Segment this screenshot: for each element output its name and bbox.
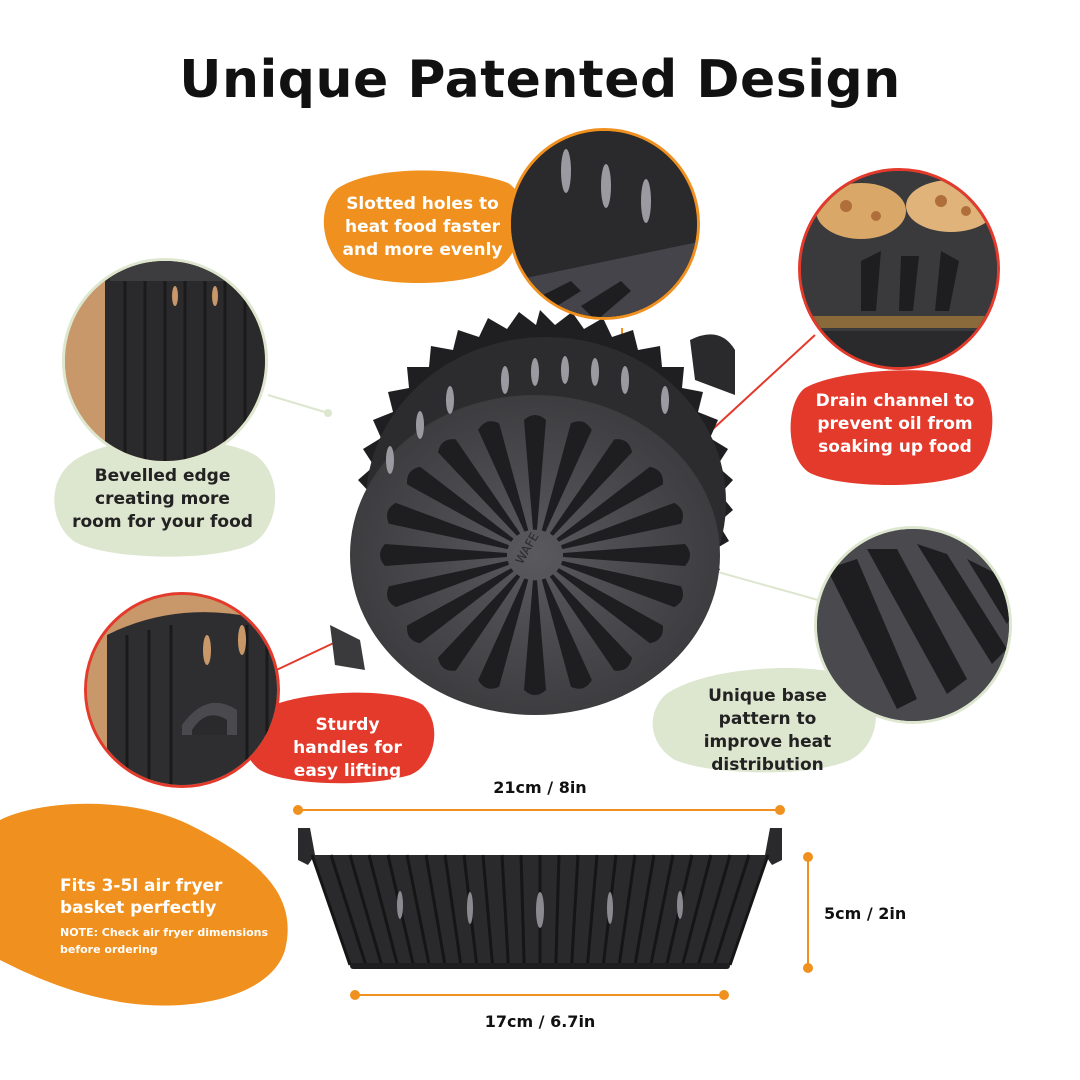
base-rib <box>549 574 633 671</box>
slotted-callout-blob <box>323 170 523 284</box>
side-rib <box>329 854 368 966</box>
drain-callout-blob <box>790 370 993 486</box>
bevelled-zoom-image <box>65 261 265 461</box>
height-label: 5cm / 2in <box>824 904 907 923</box>
bevelled-callout-blob <box>54 438 276 557</box>
drain-zoom-image <box>801 171 997 367</box>
base-rib <box>541 578 592 689</box>
side-rib <box>424 854 447 966</box>
handles-callout-text: Sturdy handles for easy lifting <box>293 715 402 781</box>
page-title: Unique Patented Design <box>179 50 901 110</box>
base-rib <box>556 568 663 644</box>
base-rib <box>541 421 592 532</box>
base-rib <box>380 544 507 566</box>
fits-note-text: NOTE: Check air fryer dimensions before … <box>60 926 269 956</box>
side-rib <box>405 854 431 966</box>
side-rib <box>348 854 384 966</box>
side-rib <box>712 854 751 966</box>
base-rib <box>561 502 684 550</box>
base-rib <box>437 439 521 536</box>
base-rib <box>561 560 684 608</box>
side-rib <box>500 854 510 966</box>
base-rib <box>386 560 509 608</box>
base-rib <box>524 415 546 530</box>
side-rib <box>554 854 561 966</box>
bottom-width-label: 17cm / 6.7in <box>484 1012 596 1031</box>
fits-callout-blob <box>0 803 288 1006</box>
base-rib <box>563 544 690 566</box>
side-rib <box>519 854 526 966</box>
drain-callout-text: Drain channel to prevent oil from soakin… <box>815 391 975 457</box>
bevelled-callout-text: Bevelled edge creating more room for you… <box>72 466 253 532</box>
side-rib <box>310 854 352 966</box>
base-rib <box>407 466 514 542</box>
drain-zoom-circle <box>798 168 1000 370</box>
handles-callout-blob <box>245 692 435 784</box>
liner-top-view: WAFE <box>330 310 735 715</box>
base-rib <box>478 578 529 689</box>
side-rib <box>617 854 637 966</box>
base-rib <box>407 568 514 644</box>
base-rib <box>549 439 633 536</box>
slotted-zoom-circle <box>508 128 700 320</box>
side-rib <box>681 854 713 966</box>
fits-callout-text: Fits 3-5l air fryer basket perfectly <box>60 876 223 918</box>
bevelled-zoom-circle <box>62 258 268 464</box>
base-rib <box>556 466 663 542</box>
base-callout-text: Unique base pattern to improve heat dist… <box>703 686 832 775</box>
side-rib <box>633 854 656 966</box>
side-rib <box>649 854 675 966</box>
base-zoom-image <box>817 529 1009 721</box>
base-callout-blob <box>652 668 877 773</box>
side-rib <box>586 854 599 966</box>
slotted-zoom-image <box>511 131 697 317</box>
handles-zoom-image <box>87 595 277 785</box>
side-rib <box>696 854 732 966</box>
side-rib <box>481 854 494 966</box>
base-zoom-circle <box>814 526 1012 724</box>
side-rib <box>728 854 770 966</box>
liner-side-view <box>298 828 782 969</box>
top-width-label: 21cm / 8in <box>493 778 587 797</box>
side-rib <box>443 854 463 966</box>
handles-zoom-circle <box>84 592 280 788</box>
side-rib <box>570 854 580 966</box>
base-rib <box>386 502 509 550</box>
slotted-callout-text: Slotted holes to heat food faster and mo… <box>342 194 503 260</box>
side-rib <box>367 854 399 966</box>
base-rib <box>524 580 546 695</box>
base-rib <box>478 421 529 532</box>
base-rib <box>437 574 521 671</box>
